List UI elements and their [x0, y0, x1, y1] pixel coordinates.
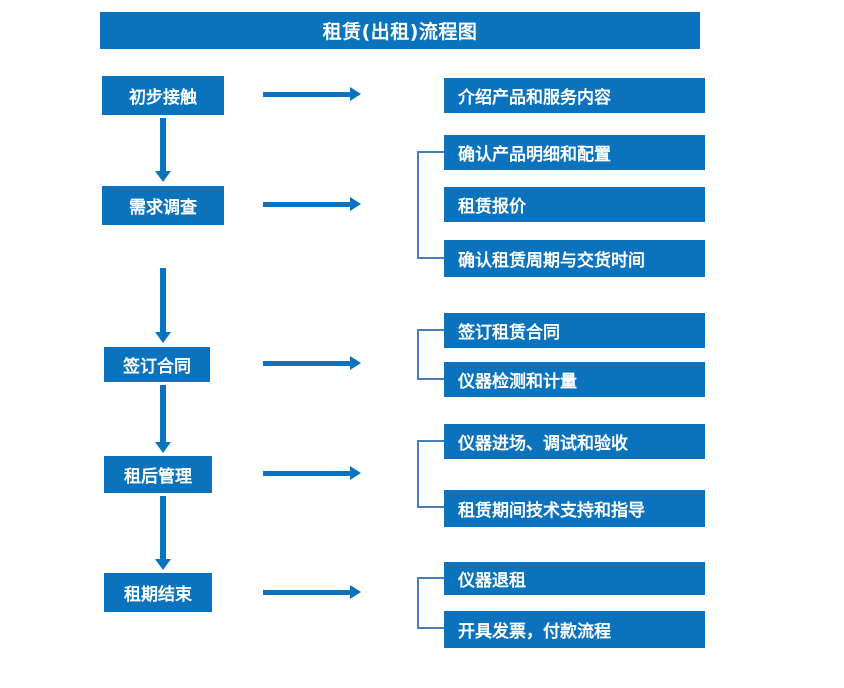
bracket-sign-contract-details — [417, 329, 444, 380]
bracket-post-rental-management-details — [417, 440, 444, 508]
arrow-shaft — [160, 385, 166, 442]
arrow-right-lease-end — [263, 584, 361, 602]
stage-box-sign-contract[interactable]: 签订合同 — [104, 347, 210, 382]
arrow-shaft — [263, 471, 351, 476]
detail-box-confirm-product-details-config[interactable]: 确认产品明细和配置 — [444, 135, 705, 170]
arrow-right-demand-survey — [263, 196, 361, 214]
arrow-head — [350, 585, 361, 599]
arrow-head — [155, 332, 171, 343]
arrow-head — [155, 559, 171, 570]
arrow-down-initial-contact-to-demand-survey — [154, 118, 172, 182]
arrow-down-demand-survey-to-sign-contract — [154, 268, 172, 343]
stage-box-post-rental-management[interactable]: 租后管理 — [104, 456, 212, 493]
arrow-right-initial-contact — [263, 86, 361, 104]
bracket-demand-survey-details — [417, 151, 444, 259]
stage-box-initial-contact[interactable]: 初步接触 — [102, 76, 224, 115]
arrow-right-post-rental-management — [263, 465, 361, 483]
bracket-lease-end-details — [417, 577, 444, 629]
detail-box-instrument-entry-commissioning-acceptance[interactable]: 仪器进场、调试和验收 — [444, 424, 705, 459]
arrow-head — [350, 466, 361, 480]
arrow-shaft — [263, 202, 351, 207]
detail-box-confirm-lease-period-delivery[interactable]: 确认租赁周期与交货时间 — [444, 240, 705, 277]
arrow-shaft — [160, 268, 166, 332]
arrow-head — [350, 87, 361, 101]
arrow-shaft — [263, 361, 351, 366]
detail-box-instrument-return[interactable]: 仪器退租 — [444, 562, 705, 595]
detail-box-technical-support-during-lease[interactable]: 租赁期间技术支持和指导 — [444, 490, 705, 527]
arrow-down-sign-contract-to-post-rental-management — [154, 385, 172, 453]
arrow-head — [155, 171, 171, 182]
arrow-head — [350, 197, 361, 211]
diagram-title: 租赁(出租)流程图 — [100, 12, 700, 49]
stage-box-demand-survey[interactable]: 需求调查 — [102, 186, 224, 225]
arrow-shaft — [160, 118, 166, 171]
detail-box-introduce-products-services[interactable]: 介绍产品和服务内容 — [444, 78, 705, 113]
arrow-head — [155, 442, 171, 453]
arrow-down-post-rental-management-to-lease-end — [154, 496, 172, 570]
arrow-shaft — [160, 496, 166, 559]
detail-box-invoice-payment-process[interactable]: 开具发票，付款流程 — [444, 611, 705, 648]
arrow-head — [350, 356, 361, 370]
arrow-shaft — [263, 590, 351, 595]
detail-box-sign-lease-contract[interactable]: 签订租赁合同 — [444, 313, 705, 348]
stage-box-lease-end[interactable]: 租期结束 — [104, 573, 212, 612]
detail-box-rental-quotation[interactable]: 租赁报价 — [444, 187, 705, 222]
arrow-right-sign-contract — [263, 355, 361, 373]
arrow-shaft — [263, 92, 351, 97]
detail-box-instrument-inspection-metering[interactable]: 仪器检测和计量 — [444, 362, 705, 397]
